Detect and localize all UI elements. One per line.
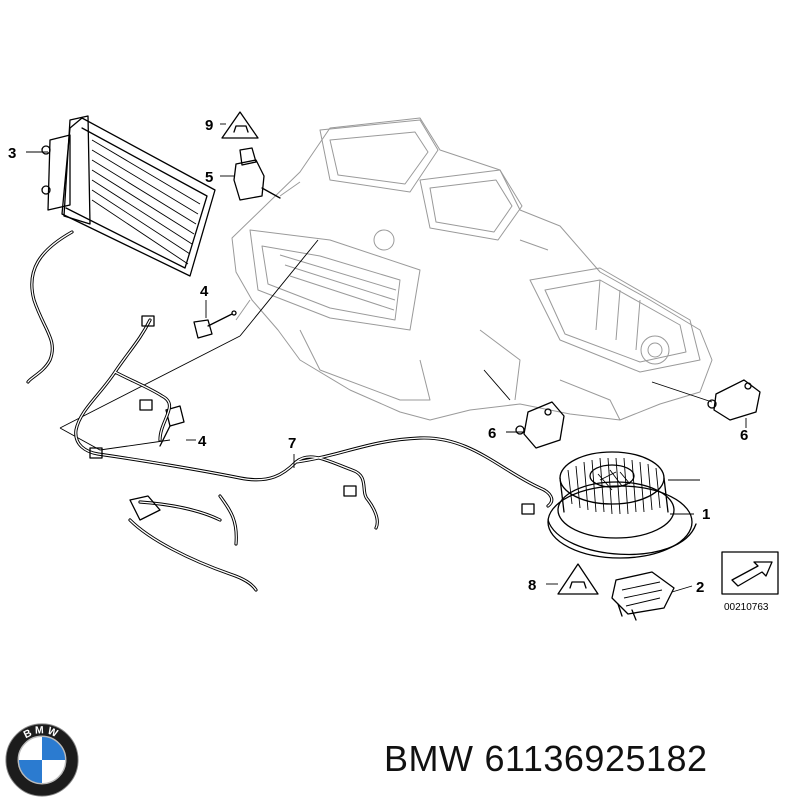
callout-8: 8	[528, 577, 536, 594]
temp-sensor-4a	[193, 310, 237, 339]
callout-9: 9	[205, 117, 213, 134]
callout-3: 3	[8, 145, 16, 162]
hvac-housing-ghost	[231, 117, 713, 421]
warning-triangle-9	[221, 111, 259, 139]
callout-5: 5	[205, 169, 213, 186]
callout-4-bottom: 4	[198, 433, 207, 450]
svg-text:BMW: BMW	[22, 725, 62, 741]
blower-motor	[547, 451, 697, 559]
callout-leaders	[26, 123, 747, 593]
reference-code: 00210763	[724, 602, 769, 613]
heater-core	[41, 115, 216, 277]
callout-6-right: 6	[740, 427, 748, 444]
actuator-6b	[707, 379, 761, 421]
harness-connectors	[89, 315, 535, 521]
temp-sensor-4b	[159, 405, 185, 447]
callout-2: 2	[696, 579, 704, 596]
brand-name: BMW	[384, 738, 474, 779]
warning-triangle-8	[557, 563, 599, 595]
actuator-leaders	[483, 369, 713, 403]
wiring-harness	[74, 318, 554, 592]
actuator-6a	[515, 401, 565, 449]
sensor-leader-lines	[59, 239, 319, 451]
callout-4-top: 4	[200, 283, 209, 300]
callout-7: 7	[288, 435, 296, 452]
callout-1: 1	[702, 506, 710, 523]
reference-box: 00210763	[721, 551, 779, 613]
blower-resistor	[611, 571, 675, 621]
callout-numbers: 3 9 5 4 4 7 6 6 1 8 2	[8, 117, 748, 596]
bmw-logo: BMW	[5, 723, 79, 797]
callout-6-left: 6	[488, 425, 496, 442]
sensor-5	[233, 147, 281, 201]
part-number: 61136925182	[484, 738, 708, 779]
